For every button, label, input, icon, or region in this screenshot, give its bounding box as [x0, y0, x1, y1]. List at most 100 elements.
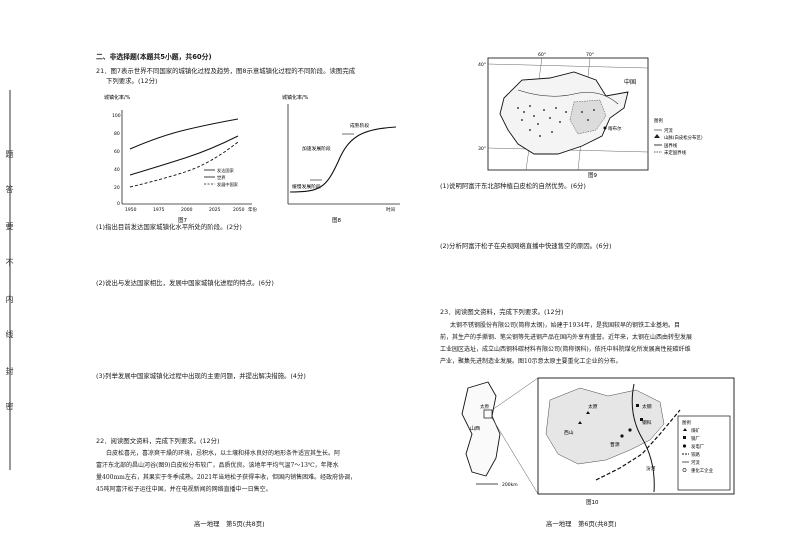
fig7-xtick: 年份	[248, 206, 257, 213]
fig10-label: 汾河	[646, 465, 656, 472]
fig10-railway	[595, 409, 681, 481]
binding-mark: 要	[5, 222, 14, 230]
fig8-caption: 图8	[332, 216, 342, 224]
fig10-inset-province	[461, 381, 501, 477]
q22-paragraph: 量400mm左右，其果实于冬季成熟。2021年当地松子获得丰收，但国内销售困难。…	[96, 474, 357, 481]
figure-7-chart: 城镇化率/% 100 80 60 40 20 0 1950 1975 2000 …	[104, 94, 257, 224]
fig10-scale-label: 200km	[502, 482, 518, 488]
fig10-inset-box	[483, 409, 493, 419]
fig7-xtick: 2050	[233, 207, 245, 213]
fig9-afghanistan-outline	[499, 71, 629, 155]
fig9-parallel	[487, 63, 649, 69]
q23-paragraph: 前，其生产的手撕钢、笔尖钢等先进钢产品在国内外享有盛誉。近年来，太钢在山西由转型…	[440, 334, 693, 341]
fig10-label: 西山	[564, 429, 574, 436]
q21-stem: 下列要求。(12分)	[106, 77, 158, 85]
fig9-lon-2: 70°	[586, 52, 594, 58]
fig7-xtick: 1975	[153, 207, 165, 213]
fig7-ytick: 20	[114, 185, 120, 191]
fig7-xtick: 1950	[125, 207, 137, 213]
figure-8-chart: 城镇化率/% 成熟阶段 加速发展阶段 缓慢发展阶段 时间 图8	[282, 94, 400, 224]
fig8-s-curve	[289, 126, 397, 193]
fig7-legend-developing: 发展中国家	[217, 181, 239, 188]
fig7-ytick: 0	[117, 201, 120, 207]
q22-sub2: (2)分析阿富汗松子在央视网络直播中快速售空的原因。(6分)	[440, 242, 612, 250]
q23-paragraph: 产业，聚集先进制造业发展。图10示意太原主要重化工企业的分布。	[440, 358, 622, 365]
fig7-ytick: 40	[114, 167, 120, 173]
q22-paragraph: 富汗东北部的昌山河谷(图9)白皮松分布较广，品质优良。该地年平均气温7～13℃，…	[96, 462, 339, 469]
page-footer-right: 高一地理 第6页(共8页)	[546, 520, 617, 528]
fig7-ylabel: 城镇化率/%	[104, 94, 131, 101]
fig7-developing-line	[129, 141, 239, 188]
q23-paragraph: 太钢不锈钢股份有限公司(简称太钢)，始建于1934年，是我国较早的钢铁工业基地。…	[450, 322, 680, 329]
binding-mark: 线	[5, 330, 14, 338]
fig7-legend-developed: 发达国家	[217, 167, 235, 174]
fig10-legend-title: 图例	[682, 419, 691, 426]
section-heading: 二、非选择题(本题共5小题，共60分)	[96, 53, 212, 61]
q22-sub1: (1)说明阿富汗东北部种植白皮松的自然优势。(6分)	[440, 182, 586, 190]
page-footer-left: 高一地理 第5页(共8页)	[194, 520, 265, 528]
fig10-inset-city: 太原	[480, 403, 489, 410]
binding-line	[9, 90, 11, 470]
fig9-legend-border: 国界线	[664, 142, 678, 149]
q21-stem: 21．图7表示世界不同国家的城镇化过程及趋势，图8示意城镇化过程的不同阶段。读图…	[96, 67, 356, 75]
q22-title: 22．阅读图文资料，完成下列要求。(12分)	[96, 437, 220, 445]
fig10-label: 太钢	[642, 403, 652, 410]
fig9-china-label: 中国	[624, 78, 636, 86]
fig7-caption: 图7	[178, 216, 188, 224]
fig10-legend-item: 钢厂	[691, 435, 700, 442]
fig9-mountain-area	[569, 99, 607, 135]
fig10-label: 太原	[588, 403, 598, 410]
fig10-legend-item: 河流	[691, 459, 700, 466]
fig8-stage-mature: 成熟阶段	[350, 122, 369, 129]
fig10-fen-river	[631, 383, 655, 493]
fig10-label: 钢科	[642, 419, 652, 426]
fig10-legend-box	[677, 415, 731, 491]
fig10-legend-item: 煤矿	[691, 427, 700, 434]
fig9-kabul-label: 喀布尔	[608, 125, 622, 132]
q21-sub1: (1)指出目前发达国家城镇化水平所处的阶段。(2分)	[96, 223, 242, 231]
fig9-caption: 图9	[588, 171, 598, 179]
binding-mark: 内	[5, 295, 14, 303]
fig7-legend-world: 世界	[217, 174, 226, 181]
fig10-mountain-area	[545, 387, 665, 465]
fig7-developed-line	[129, 118, 239, 150]
fig9-lon-1: 60°	[538, 52, 546, 58]
figure-9-map: 40° 30° 60° 70° 中国 喀布尔 图例 河流 山脉(白皮松分布区) …	[478, 52, 703, 179]
q21-sub3: (3)列举发展中国家城镇化过程中出现的主要问题，并提出解决措施。(4分)	[96, 372, 306, 380]
fig9-mountain-dots	[517, 105, 595, 137]
binding-mark: 不	[5, 258, 14, 266]
fig9-legend-title: 图例	[654, 117, 663, 124]
q22-paragraph: 45吨阿富汗松子运往中国，并在电视新闻的网络直播中一日售空。	[96, 486, 272, 493]
binding-mark: 题	[5, 150, 14, 158]
binding-mark: 答	[5, 185, 14, 193]
fig9-kabul-dot	[603, 126, 607, 130]
q22-paragraph: 白皮松喜光，喜凉爽干燥的环境，忌积水，以土壤和排水良好的地形条件适宜其生长。阿	[106, 450, 341, 457]
fig9-river	[517, 89, 619, 105]
fig10-leader	[491, 417, 539, 495]
q23-title: 23．阅读图文资料，完成下列要求。(12分)	[440, 308, 564, 316]
fig9-legend-undefined-border: 未定国界线	[664, 149, 687, 156]
fig8-ylabel: 城镇化率/%	[282, 94, 309, 101]
fig10-caption: 图10	[586, 498, 599, 506]
fig9-lat-top: 40°	[478, 62, 486, 68]
q21-sub2: (2)说出与发达国家相比，发展中国家城镇化进程的特点。(6分)	[96, 279, 274, 287]
q23-paragraph: 工业园区选址，成立山西钢科碳材料有限公司(简称钢科)，依托中科院煤化所发展高性能…	[440, 346, 691, 353]
fig10-inset-province-label: 山西	[470, 425, 480, 432]
fig9-lat-bottom: 30°	[478, 146, 486, 152]
fig7-ytick: 60	[114, 149, 120, 155]
fig10-legend-item: 发电厂	[691, 443, 705, 450]
fig7-ytick: 80	[114, 131, 120, 137]
fig7-xtick: 2025	[209, 207, 221, 213]
fig10-legend-item: 重化工企业	[691, 467, 714, 474]
fig10-leader	[491, 377, 539, 411]
fig9-legend-mountain: 山脉(白皮松分布区)	[664, 134, 703, 141]
fig9-legend-river: 河流	[664, 127, 673, 134]
fig10-facility-markers	[578, 404, 643, 438]
fig10-legend-item: 铁路	[691, 451, 700, 458]
fig7-ytick: 100	[112, 113, 121, 119]
figure-10-map: 太原 山西 200km 太原 晋源 太钢 钢科 西山 汾河 图例 煤矿 钢厂 发…	[461, 377, 735, 506]
fig8-stage-accelerate: 加速发展阶段	[302, 145, 331, 152]
fig8-stage-slow: 缓慢发展阶段	[292, 183, 321, 190]
binding-mark: 封	[5, 367, 14, 375]
fig8-xlabel: 时间	[386, 206, 395, 213]
